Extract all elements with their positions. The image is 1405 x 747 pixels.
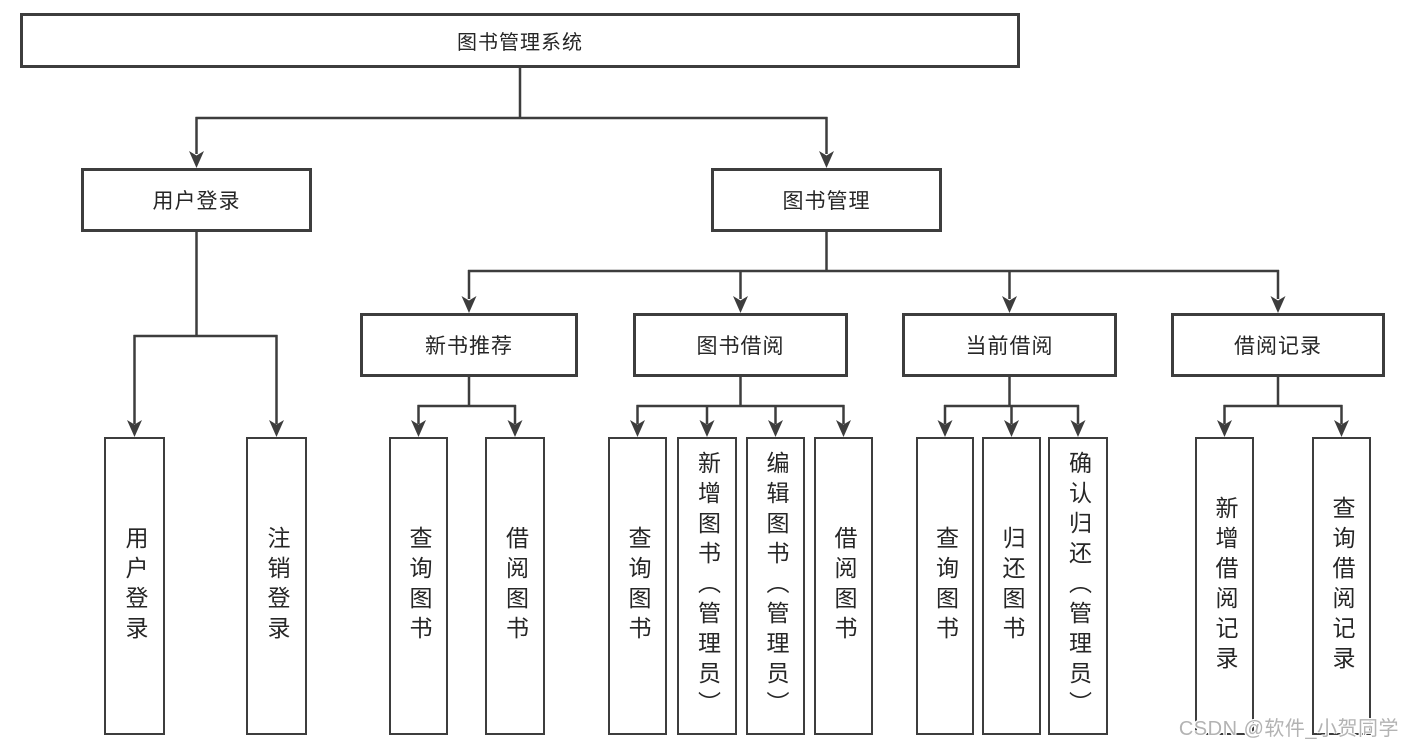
leaf-borrow-books-label: 借阅图书 <box>831 526 857 646</box>
leaf-borrow-books-recommend-label: 借阅图书 <box>502 526 529 646</box>
node-current-borrowing: 当前借阅 <box>902 313 1117 377</box>
leaf-return-books-label: 归还图书 <box>999 526 1025 646</box>
leaf-add-borrow-record-label: 新增借阅记录 <box>1212 496 1238 676</box>
node-new-book-recommend-label: 新书推荐 <box>425 335 513 358</box>
leaf-return-books: 归还图书 <box>982 437 1041 735</box>
node-borrow-records: 借阅记录 <box>1171 313 1385 377</box>
node-user-login: 用户登录 <box>81 168 312 232</box>
leaf-query-books-recommend: 查询图书 <box>389 437 448 735</box>
node-root-label: 图书管理系统 <box>457 32 583 54</box>
node-book-management: 图书管理 <box>711 168 942 232</box>
leaf-user-login: 用户登录 <box>104 437 165 735</box>
leaf-query-books-recommend-label: 查询图书 <box>406 526 432 646</box>
leaf-edit-books-admin-label: 编辑图书（管理员） <box>763 451 789 721</box>
node-book-management-label: 图书管理 <box>782 190 871 213</box>
leaf-query-borrow-record: 查询借阅记录 <box>1312 437 1371 735</box>
leaf-borrow-books-recommend: 借阅图书 <box>485 437 545 735</box>
leaf-logout: 注销登录 <box>246 437 307 735</box>
node-current-borrowing-label: 当前借阅 <box>965 335 1054 358</box>
node-root: 图书管理系统 <box>20 13 1020 68</box>
node-new-book-recommend: 新书推荐 <box>360 313 578 377</box>
node-borrow-records-label: 借阅记录 <box>1234 335 1322 358</box>
leaf-user-login-label: 用户登录 <box>122 526 148 646</box>
leaf-add-borrow-record: 新增借阅记录 <box>1195 437 1254 735</box>
leaf-query-books-borrowing-label: 查询图书 <box>625 526 651 646</box>
leaf-edit-books-admin: 编辑图书（管理员） <box>746 437 805 735</box>
leaf-query-books-current-label: 查询图书 <box>932 526 959 646</box>
leaf-logout-label: 注销登录 <box>264 526 290 646</box>
leaf-borrow-books: 借阅图书 <box>814 437 873 735</box>
node-book-borrowing: 图书借阅 <box>633 313 848 377</box>
leaf-add-books-admin: 新增图书（管理员） <box>677 437 737 735</box>
leaf-query-books-borrowing: 查询图书 <box>608 437 667 735</box>
leaf-query-books-current: 查询图书 <box>916 437 974 735</box>
csdn-watermark: CSDN @软件_小贺同学 <box>1178 718 1399 740</box>
leaf-confirm-return-admin: 确认归还（管理员） <box>1048 437 1108 735</box>
leaf-query-borrow-record-label: 查询借阅记录 <box>1329 496 1355 676</box>
leaf-confirm-return-admin-label: 确认归还（管理员） <box>1065 451 1092 721</box>
node-book-borrowing-label: 图书借阅 <box>696 335 785 358</box>
node-user-login-label: 用户登录 <box>152 190 241 213</box>
leaf-add-books-admin-label: 新增图书（管理员） <box>694 451 721 721</box>
